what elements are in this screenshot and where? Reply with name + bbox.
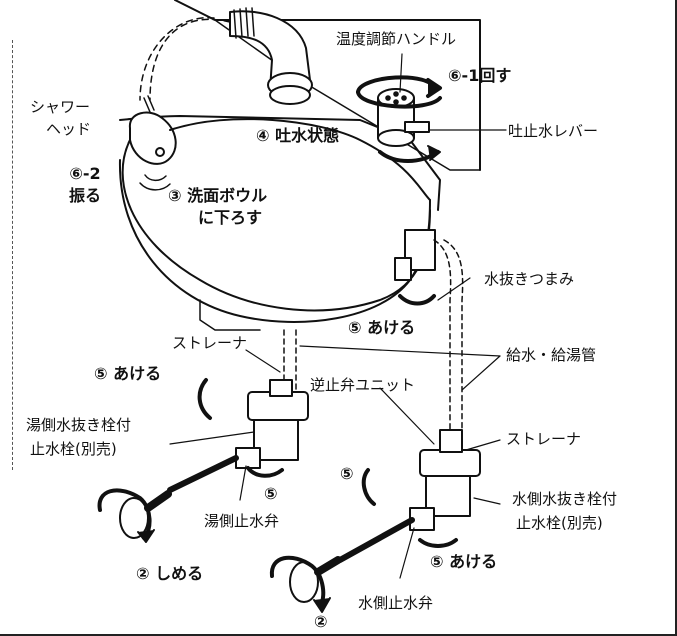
shower-head: [128, 95, 177, 191]
step-6-2-label-line1: ⑥-2: [69, 164, 101, 183]
step-5-open-left-label: ⑤ あける: [94, 364, 162, 383]
temp-handle-label: 温度調節ハンドル: [336, 30, 457, 48]
step-2-close-label: ② しめる: [136, 564, 204, 583]
cold-stop-valve-label: 水側止水弁: [358, 594, 434, 612]
close-arrow-hot: [97, 488, 152, 540]
rotate-arrow-6-1: [356, 75, 442, 109]
close-arrow-cold: [269, 555, 326, 608]
shower-hose-loop: [169, 118, 431, 201]
supply-pipes-label: 給水・給湯管: [506, 346, 597, 364]
step-2-bottom-label: ②: [314, 612, 328, 631]
step-5-open-right-label: ⑤ あける: [430, 552, 498, 571]
supply-pipes: [283, 239, 464, 431]
step-5-right-small-label: ⑤: [340, 464, 354, 483]
hot-valve-label-line2: 止水栓(別売): [30, 440, 117, 458]
hot-valve-assembly: [119, 378, 309, 539]
faucet-spout: [229, 7, 313, 105]
step-6-2-label-line2: 振る: [68, 186, 101, 205]
mixer-valve-body: [377, 88, 430, 147]
shower-head-label-line1: シャワー: [30, 98, 91, 116]
strainer-right-label: ストレーナ: [506, 430, 582, 448]
hot-valve-label-line1: 湯側水抜き栓付: [26, 416, 132, 434]
drain-knob-label: 水抜きつまみ: [484, 270, 575, 288]
cold-valve-assembly: [289, 429, 481, 603]
step-5-left-small-label: ⑤: [264, 484, 278, 503]
check-valve-label: 逆止弁ユニット: [310, 376, 416, 394]
shower-hose-dashed: [149, 18, 231, 101]
hot-stop-valve-label: 湯側止水弁: [204, 512, 280, 530]
drain-knob-assembly: [394, 229, 436, 306]
cold-valve-label-line2: 止水栓(別売): [516, 514, 603, 532]
step-4-label: ④ 吐水状態: [256, 126, 340, 145]
step-6-1-label: ⑥-1回す: [448, 66, 512, 85]
step-5-open-center-label: ⑤ あける: [348, 318, 416, 337]
step-3-label-line2: に下ろす: [198, 208, 263, 227]
step-3-label-line1: ③ 洗面ボウル: [168, 186, 268, 205]
page-edge-dashed-line: [12, 40, 13, 470]
wash-basin: [118, 159, 431, 331]
strainer-left-label: ストレーナ: [172, 334, 248, 352]
cold-valve-label-line1: 水側水抜き栓付: [512, 490, 618, 508]
lever-label: 吐止水レバー: [508, 122, 599, 140]
leader-lines: [169, 53, 507, 579]
shower-head-label-line2: ヘッド: [46, 120, 92, 138]
